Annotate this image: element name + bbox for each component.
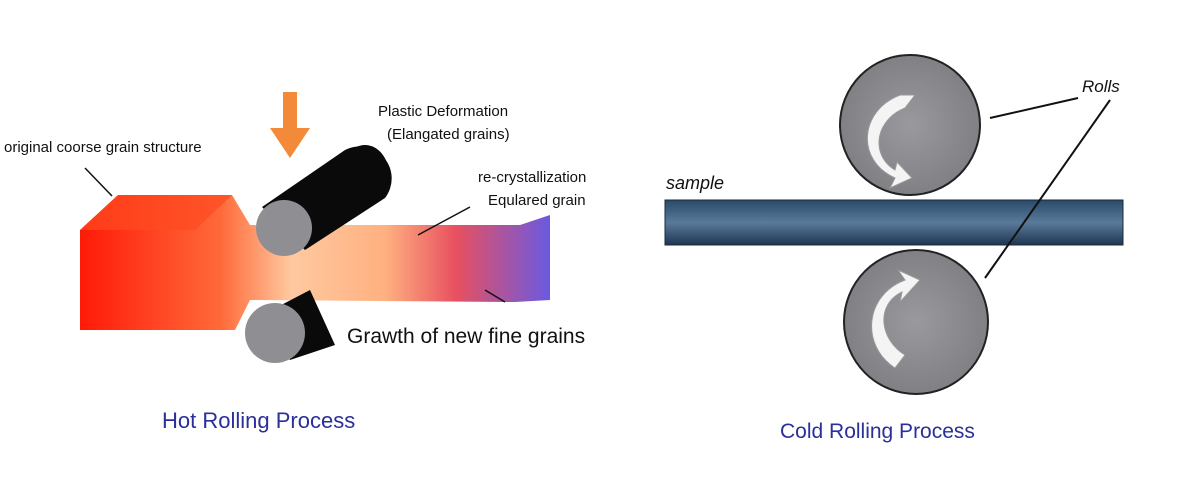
grain-growth-label: Grawth of new fine grains	[347, 325, 585, 348]
top-roll	[256, 145, 392, 256]
hot-rolling-title: Hot Rolling Process	[162, 408, 355, 433]
rotation-arrow-icon	[867, 94, 917, 190]
leader-line	[417, 206, 471, 236]
workpiece-bar	[80, 195, 550, 330]
sample-label: sample	[666, 173, 724, 193]
cold-rolling-title: Cold Rolling Process	[780, 420, 975, 443]
leader-line	[984, 99, 1111, 279]
leader-line	[84, 167, 113, 197]
top-roll	[839, 54, 981, 196]
rotation-arrow-icon	[871, 268, 921, 369]
cold-rolling-illustration: Rolls sample Cold Rolling Process	[664, 54, 1124, 443]
original-grain-label: original coorse grain structure	[4, 139, 202, 156]
equiaxed-grain-label: Equlared grain	[488, 192, 586, 209]
sample-strip	[664, 199, 1124, 246]
elongated-grains-label: (Elangated grains)	[387, 126, 510, 143]
bottom-roll	[245, 290, 335, 363]
bottom-roll	[843, 249, 989, 395]
workpiece-top-face	[80, 195, 232, 230]
hot-rolling-illustration: original coorse grain structure Plastic …	[4, 92, 586, 433]
recrystallization-label: re-crystallization	[478, 169, 586, 186]
down-arrow-icon	[270, 92, 310, 158]
plastic-deformation-label: Plastic Deformation	[378, 103, 508, 120]
leader-line	[484, 289, 506, 303]
rolls-label: Rolls	[1082, 77, 1120, 96]
leader-line	[989, 97, 1079, 119]
